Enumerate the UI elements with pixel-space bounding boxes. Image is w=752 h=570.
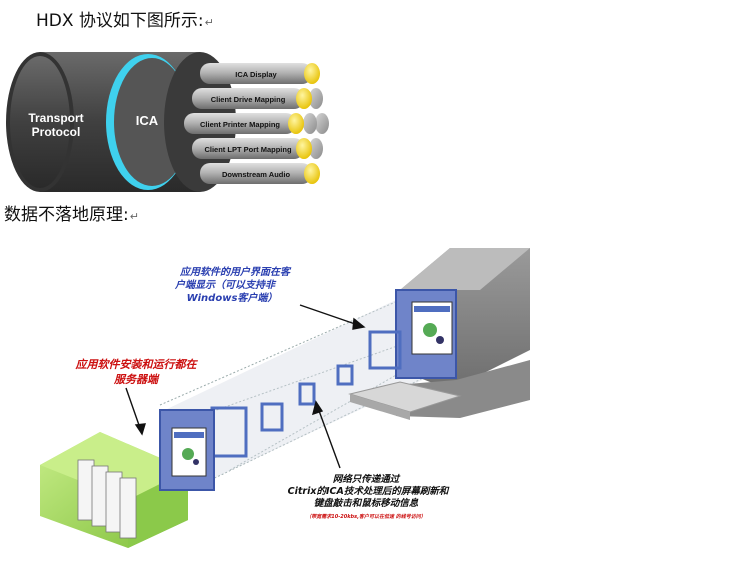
cable-channel-downstream-audio: Downstream Audio (200, 163, 320, 184)
cable-channel-client-printer: Client Printer Mapping (184, 113, 329, 134)
pointer-arrow (125, 304, 366, 469)
cable-channel-client-lpt: Client LPT Port Mapping (192, 138, 323, 159)
cable-channel-ica-display: ICA Display (200, 63, 320, 84)
network-label-line3: 键盘敲击和鼠标移动信息 (314, 497, 419, 509)
channel-label: ICA Display (235, 70, 277, 79)
client-label-line2: 户端显示（可以支持非 (174, 279, 277, 291)
heading-hdx-protocol: HDX 协议如下图所示:↵ (36, 11, 214, 31)
channel-label: Client LPT Port Mapping (204, 145, 291, 154)
client-computer (348, 248, 530, 420)
cable-label-protocol: Protocol (32, 125, 81, 139)
network-label-line1: 网络只传递通过 (333, 473, 401, 485)
channel-label: Downstream Audio (222, 170, 290, 179)
server-screen (159, 409, 215, 491)
network-bandwidth-note: （带宽需求10-20kbs,客户可以在低速 的线号访问） (306, 513, 426, 520)
channel-label: Client Drive Mapping (211, 95, 286, 104)
cable-channel-client-drive: Client Drive Mapping (192, 88, 323, 109)
server-label-line1: 应用软件安装和运行都在 (75, 358, 199, 371)
client-label-line1: 应用软件的用户界面在客 (179, 266, 292, 278)
paragraph-mark: ↵ (204, 16, 214, 29)
client-label-line3: Windows客户端） (187, 292, 278, 304)
server-label-line2: 服务器端 (113, 373, 160, 386)
cable-label-ica: ICA (136, 113, 159, 128)
channel-label: Client Printer Mapping (200, 120, 280, 129)
heading-data-principle: 数据不落地原理:↵ (4, 205, 139, 225)
paragraph-mark: ↵ (129, 210, 139, 223)
network-label-line2: Citrix的ICA技术处理后的屏幕刷新和 (288, 485, 450, 497)
cable-label-transport: Transport (28, 111, 83, 125)
